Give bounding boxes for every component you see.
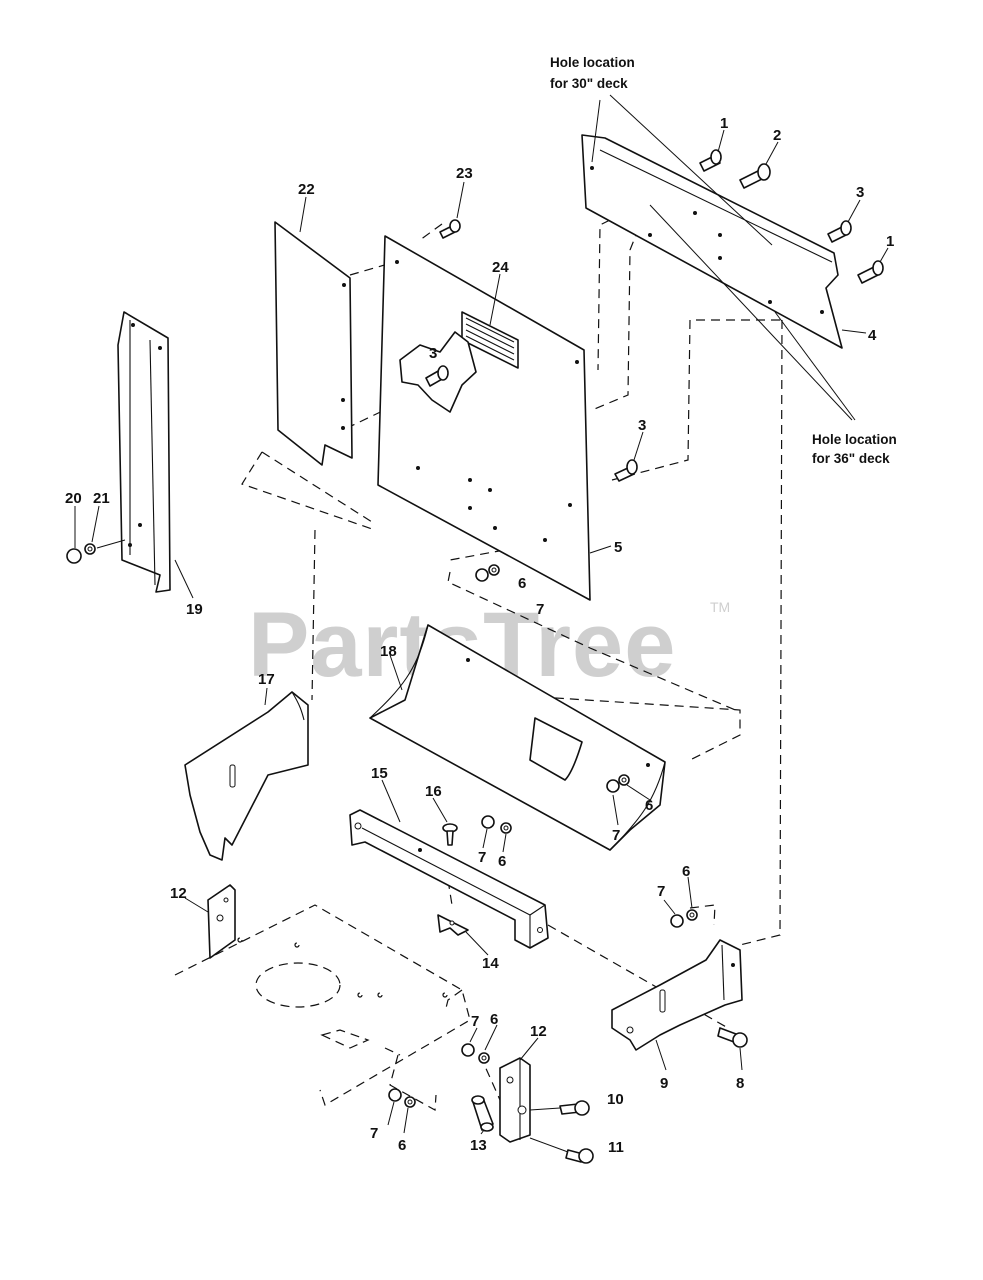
callout-12-left: 12 bbox=[170, 885, 187, 902]
callout-7-channel: 7 bbox=[478, 849, 486, 866]
bolt-16 bbox=[442, 823, 458, 846]
bolt-2 bbox=[739, 163, 771, 189]
callout-21: 21 bbox=[93, 490, 110, 507]
mower-frame-outline bbox=[174, 904, 471, 1106]
nut-washer-6-7-bottom bbox=[388, 1088, 416, 1108]
callout-10: 10 bbox=[607, 1091, 624, 1108]
nut-washer-20-21 bbox=[66, 539, 126, 564]
callout-4: 4 bbox=[868, 327, 877, 344]
callout-13: 13 bbox=[470, 1137, 487, 1154]
callout-5: 5 bbox=[614, 539, 622, 556]
note-hole-36-line1: Hole location bbox=[812, 432, 897, 447]
bolt-10 bbox=[529, 1100, 590, 1116]
callout-6-bottom: 6 bbox=[398, 1137, 406, 1154]
part-22-side-panel bbox=[274, 221, 353, 466]
callout-6-frame: 6 bbox=[490, 1011, 498, 1028]
callout-7-deflector: 7 bbox=[612, 827, 620, 844]
part-17-left-bracket bbox=[184, 691, 309, 861]
nut-washer-6-7-frame bbox=[461, 1043, 490, 1064]
callout-15: 15 bbox=[371, 765, 388, 782]
watermark-trademark: TM bbox=[710, 599, 730, 615]
bolt-1-top bbox=[699, 149, 722, 172]
nut-washer-6-7-channel bbox=[481, 815, 512, 834]
bolt-8 bbox=[717, 1027, 748, 1048]
callout-9: 9 bbox=[660, 1075, 668, 1092]
bolt-3-top bbox=[827, 220, 852, 243]
callout-11: 11 bbox=[608, 1139, 624, 1156]
part-13-spacer bbox=[471, 1095, 494, 1132]
nut-washer-6-7-deflector bbox=[606, 774, 630, 793]
callout-1-top: 1 bbox=[720, 115, 728, 132]
callout-3-top: 3 bbox=[856, 184, 864, 201]
nut-washer-6-7-right bbox=[670, 909, 698, 928]
hole-location-leaders bbox=[591, 94, 856, 421]
callout-6-deflector: 6 bbox=[645, 797, 653, 814]
callout-16: 16 bbox=[425, 783, 442, 800]
note-hole-30-line2: for 30" deck bbox=[550, 76, 628, 91]
callout-24: 24 bbox=[492, 259, 509, 276]
callout-18: 18 bbox=[380, 643, 397, 660]
callout-3-right: 3 bbox=[638, 417, 646, 434]
callout-7-bottom: 7 bbox=[370, 1125, 378, 1142]
note-hole-30-line1: Hole location bbox=[550, 55, 635, 70]
note-hole-36-line2: for 36" deck bbox=[812, 451, 890, 466]
callout-12-right: 12 bbox=[530, 1023, 547, 1040]
callout-2: 2 bbox=[773, 127, 781, 144]
part-19-vertical-bracket bbox=[117, 311, 171, 593]
part-9-right-bracket bbox=[611, 939, 743, 1051]
bolt-11 bbox=[529, 1137, 594, 1164]
callout-14: 14 bbox=[482, 955, 499, 972]
callout-8: 8 bbox=[736, 1075, 744, 1092]
callout-6-right: 6 bbox=[682, 863, 690, 880]
part-5-main-panel bbox=[377, 219, 638, 601]
callout-20: 20 bbox=[65, 490, 82, 507]
nut-washer-6-7-panel bbox=[475, 564, 500, 582]
callout-7-right: 7 bbox=[657, 883, 665, 900]
callout-6-panel: 6 bbox=[518, 575, 526, 592]
part-18-curved-deflector bbox=[369, 624, 666, 851]
wing-nut-14 bbox=[437, 914, 469, 936]
part-4-top-plate bbox=[581, 134, 843, 349]
part-12-right-bracket bbox=[499, 1057, 531, 1143]
callout-7-panel: 7 bbox=[536, 601, 544, 618]
callout-17: 17 bbox=[258, 671, 275, 688]
bolt-1-right bbox=[857, 260, 884, 284]
part-15-channel-bracket bbox=[349, 809, 549, 949]
callout-6-channel: 6 bbox=[498, 853, 506, 870]
callout-22: 22 bbox=[298, 181, 315, 198]
callout-23: 23 bbox=[456, 165, 473, 182]
callout-3-cutaway: 3 bbox=[429, 345, 437, 362]
callout-leaders bbox=[74, 129, 889, 1135]
callout-7-frame: 7 bbox=[471, 1013, 479, 1030]
callout-1-right: 1 bbox=[886, 233, 894, 250]
callout-labels: 1 2 3 1 4 23 22 24 3 3 20 21 19 5 6 7 18… bbox=[65, 115, 894, 1156]
callout-19: 19 bbox=[186, 601, 203, 618]
